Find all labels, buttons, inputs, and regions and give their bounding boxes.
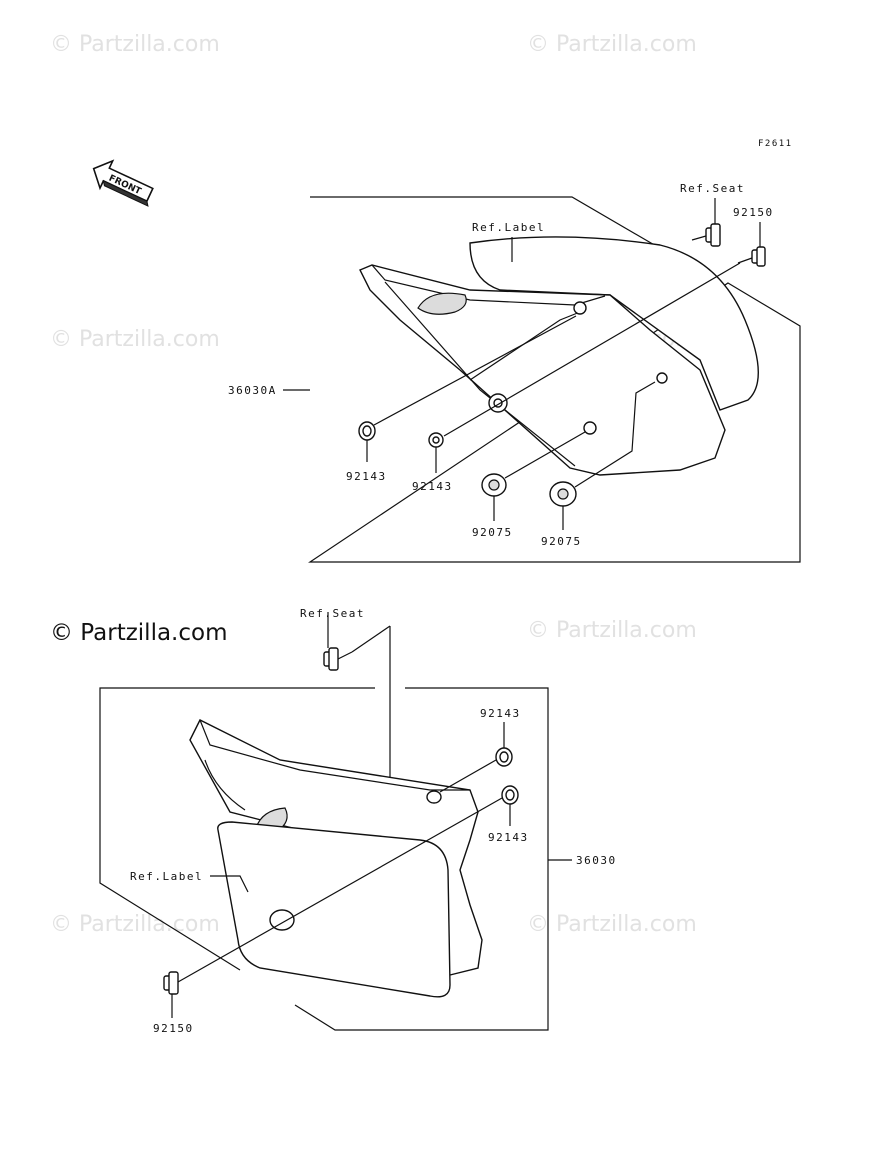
upper-collar-mid-icon [428,432,444,448]
lower-seat-bolt-icon [323,647,353,671]
lower-part-92150-label: 92150 [153,1022,194,1035]
lower-part-36030-label: 36030 [576,854,617,867]
upper-label-panel [469,236,759,411]
watermark-main: © Partzilla.com [50,620,228,646]
upper-assembly: Ref.Seat 92150 Ref.Label 36030A 92143 92… [228,182,801,563]
upper-frame [308,196,801,563]
lower-frame [99,687,549,1031]
upper-vent-slot [417,292,467,315]
upper-ref-label-label: Ref.Label [472,221,545,234]
watermark: © Partzilla.com [50,327,220,352]
front-arrow-icon: FRONT [92,159,154,207]
upper-collar-left-icon [358,421,376,441]
upper-grommet-right-icon [549,481,577,507]
upper-part-92143-left-label: 92143 [346,470,387,483]
watermark: © Partzilla.com [527,32,697,57]
lower-label-panel [217,821,451,998]
lower-part-92143-bottom-label: 92143 [488,831,529,844]
upper-grommet-left-icon [481,473,507,497]
upper-part-92075-left-label: 92075 [472,526,513,539]
upper-seat-bolt-icon [691,223,721,247]
upper-part-36030a-label: 36030A [228,384,277,397]
upper-ref-seat-label: Ref.Seat [680,182,745,195]
upper-part-92075-right-label: 92075 [541,535,582,548]
watermark: © Partzilla.com [527,912,697,937]
lower-part-92143-top-label: 92143 [480,707,521,720]
lower-collar-bottom-icon [501,785,519,805]
lower-assembly: Ref.Seat 92143 92143 36030 Ref.Label 921… [99,607,617,1035]
watermark: © Partzilla.com [50,912,220,937]
upper-part-92143-mid-label: 92143 [412,480,453,493]
figure-code: F2611 [758,139,793,149]
lower-ref-seat-label: Ref.Seat [300,607,365,620]
upper-bolt-92150-icon [737,246,766,267]
upper-part-92150-label: 92150 [733,206,774,219]
lower-ref-label-label: Ref.Label [130,870,203,883]
lower-bolt-92150-icon [163,971,179,995]
watermark: © Partzilla.com [527,618,697,643]
watermark: © Partzilla.com [50,32,220,57]
lower-collar-top-icon [495,747,513,767]
